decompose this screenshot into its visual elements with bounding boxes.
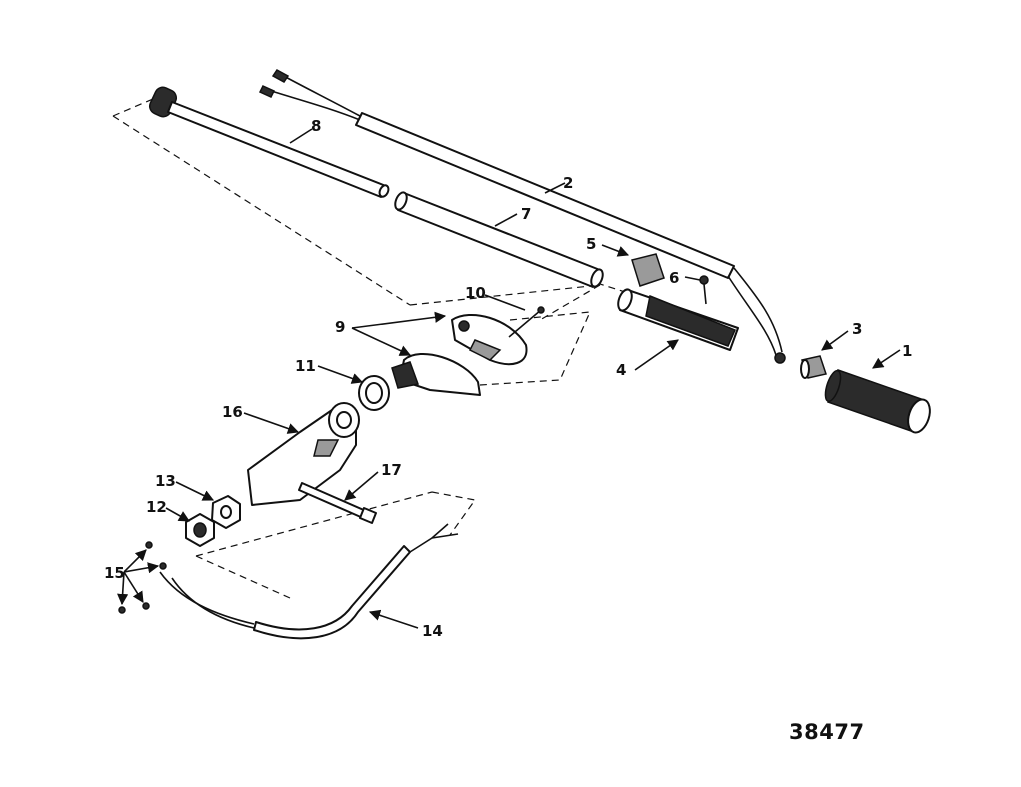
callout-10: 10 bbox=[465, 284, 486, 302]
figure-number: 38477 bbox=[789, 720, 865, 744]
part-6-screw bbox=[699, 275, 709, 305]
callout-6: 6 bbox=[669, 269, 679, 287]
callout-5: 5 bbox=[586, 235, 596, 253]
callout-1: 1 bbox=[902, 342, 912, 360]
callout-9: 9 bbox=[335, 318, 345, 336]
part-15-terminals bbox=[118, 541, 167, 614]
callout-8: 8 bbox=[311, 117, 321, 135]
callout-11: 11 bbox=[295, 357, 316, 375]
callout-12: 12 bbox=[146, 498, 167, 516]
callout-17: 17 bbox=[381, 461, 402, 479]
part-8-shaft bbox=[148, 86, 390, 198]
leader-lines bbox=[117, 128, 901, 629]
part-3-bushing bbox=[800, 355, 827, 379]
assembly-guide-lines bbox=[112, 95, 626, 599]
callout-15: 15 bbox=[104, 564, 125, 582]
part-5-sleeve bbox=[631, 253, 665, 287]
callout-16: 16 bbox=[222, 403, 243, 421]
callout-2: 2 bbox=[563, 174, 573, 192]
part-12-hex-nut bbox=[185, 513, 215, 547]
part-11-washer bbox=[358, 375, 390, 411]
part-9-housings bbox=[391, 314, 528, 396]
callout-3: 3 bbox=[852, 320, 862, 338]
callout-labels: 1 2 3 4 5 6 7 8 9 10 11 12 13 14 15 16 1… bbox=[104, 117, 912, 640]
part-2-outer-tube bbox=[258, 69, 786, 364]
part-7-inner-tube bbox=[394, 191, 604, 288]
part-16-bracket bbox=[247, 402, 360, 506]
callout-4: 4 bbox=[616, 361, 626, 379]
part-4-grip-housing bbox=[617, 288, 739, 351]
part-1-grip bbox=[824, 369, 931, 434]
callout-14: 14 bbox=[422, 622, 443, 640]
part-17-bolt bbox=[298, 482, 377, 524]
part-13-castle-nut bbox=[211, 495, 241, 529]
callout-13: 13 bbox=[155, 472, 176, 490]
part-10-screw bbox=[508, 306, 545, 338]
part-14-cable-tube bbox=[159, 523, 459, 640]
callout-7: 7 bbox=[521, 205, 531, 223]
